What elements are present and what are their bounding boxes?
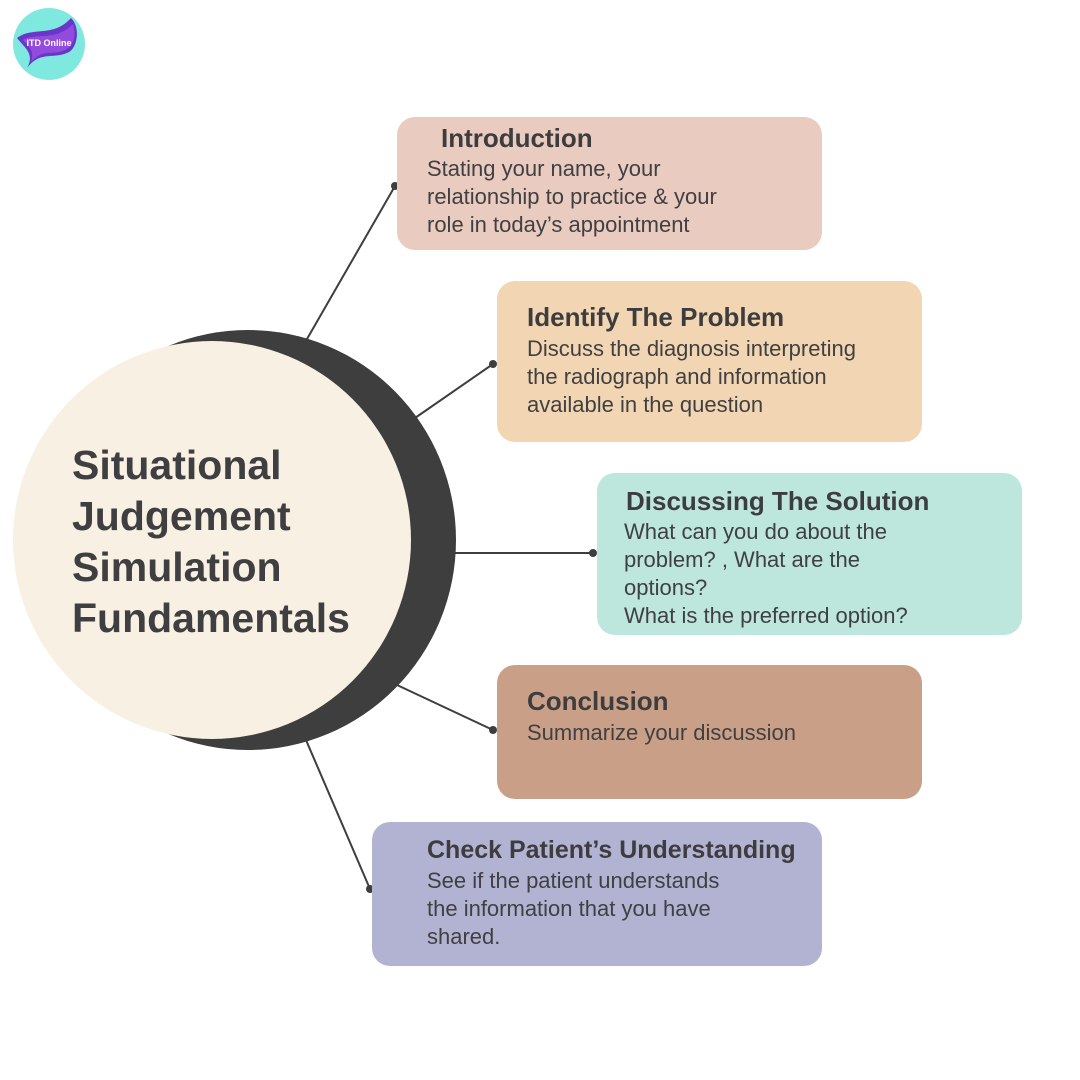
step-description: Stating your name, your relationship to … — [427, 155, 822, 239]
step-description: Discuss the diagnosis interpreting the r… — [527, 335, 922, 419]
center-title-line: Fundamentals — [72, 595, 350, 641]
step-description: What can you do about the problem? , Wha… — [624, 518, 1022, 630]
step-line: Discuss the diagnosis interpreting — [527, 336, 856, 361]
step-line: the information that you have — [427, 896, 711, 921]
step-line: What is the preferred option? — [624, 603, 908, 628]
step-card-discussing-solution: Discussing The Solution What can you do … — [597, 473, 1022, 635]
step-title: Introduction — [441, 123, 593, 153]
step-line: the radiograph and information — [527, 364, 827, 389]
connector-conclusion — [396, 684, 494, 731]
step-card-identify-problem: Identify The Problem Discuss the diagnos… — [497, 281, 922, 442]
center-title: Situational Judgement Simulation Fundame… — [72, 440, 402, 644]
step-title: Discussing The Solution — [626, 486, 930, 516]
step-title: Check Patient’s Understanding — [427, 836, 796, 864]
step-line: What can you do about the — [624, 519, 887, 544]
center-title-line: Situational — [72, 442, 282, 488]
step-line: options? — [624, 575, 708, 600]
step-line: See if the patient understands — [427, 868, 720, 893]
center-circle — [13, 341, 411, 739]
step-title: Identify The Problem — [527, 302, 785, 332]
center-title-line: Simulation — [72, 544, 282, 590]
connector-identify-problem — [414, 363, 494, 419]
step-line: shared. — [427, 924, 501, 949]
logo-text: ITD Online — [26, 38, 72, 48]
step-line: role in today’s appointment — [427, 212, 690, 237]
step-description: Summarize your discussion — [527, 719, 922, 747]
connector-dot — [589, 549, 597, 557]
center-title-line: Judgement — [72, 493, 291, 539]
step-line: available in the question — [527, 392, 764, 417]
connector-dot — [489, 360, 497, 368]
step-line: Stating your name, your — [427, 156, 661, 181]
step-description: See if the patient understands the infor… — [427, 867, 822, 951]
step-line: problem? , What are the — [624, 547, 861, 572]
ribbon-icon — [17, 18, 77, 68]
step-card-check-understanding: Check Patient’s Understanding See if the… — [372, 822, 822, 966]
connector-introduction — [306, 185, 396, 340]
connector-check-understanding — [305, 739, 371, 890]
step-card-introduction: Introduction Stating your name, your rel… — [397, 117, 822, 250]
step-line: relationship to practice & your — [427, 184, 717, 209]
step-line: Summarize your discussion — [527, 720, 796, 745]
itd-online-logo: ITD Online — [13, 8, 85, 80]
step-title: Conclusion — [527, 686, 669, 716]
step-card-conclusion: Conclusion Summarize your discussion — [497, 665, 922, 799]
connector-dot — [489, 726, 497, 734]
